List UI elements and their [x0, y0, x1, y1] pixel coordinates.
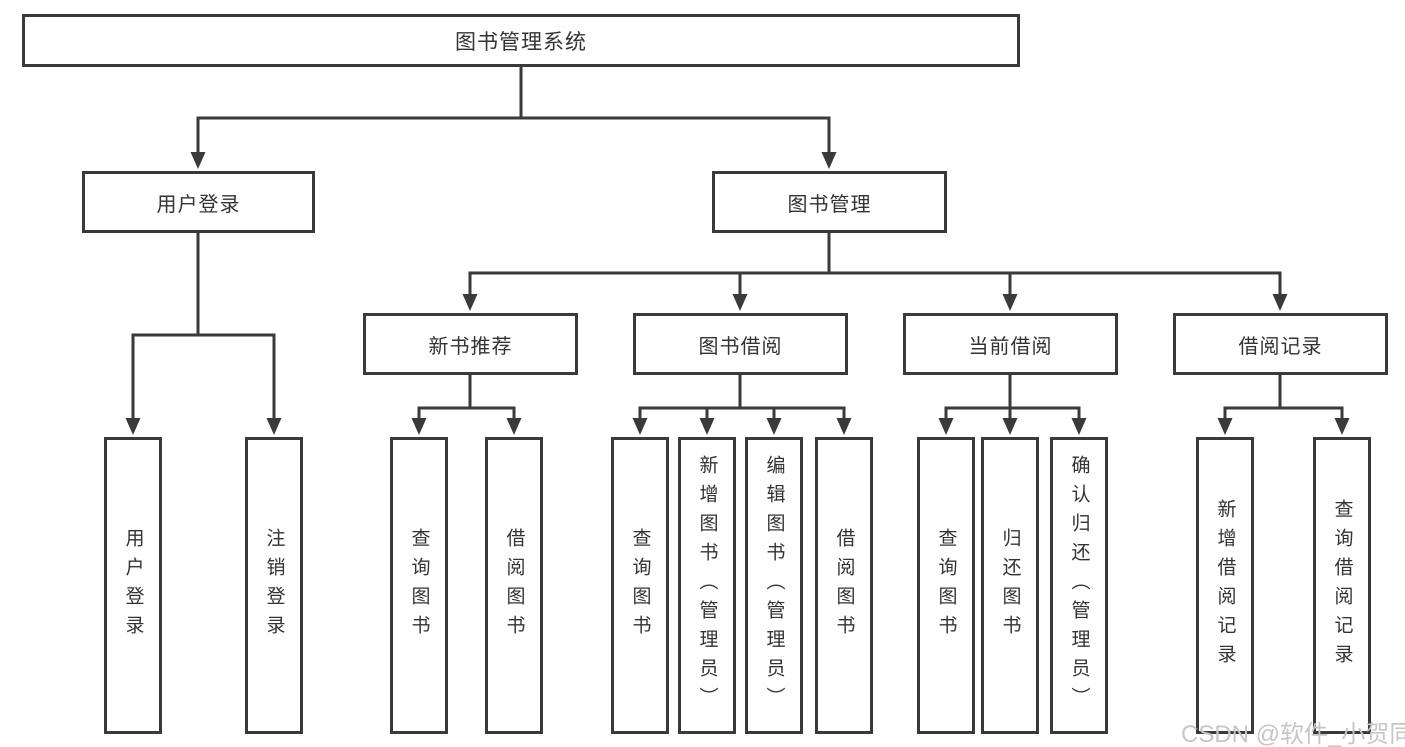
leaf-user-login: 用户登录: [104, 437, 162, 734]
leaf-add-books-admin: 新增图书（管理员）: [678, 437, 736, 734]
node-label: 归还图书: [999, 527, 1021, 644]
node-new-book-recommend: 新书推荐: [363, 313, 578, 375]
node-root: 图书管理系统: [22, 14, 1020, 67]
node-label: 注销登录: [263, 527, 285, 644]
node-book-management: 图书管理: [712, 171, 947, 233]
node-label: 图书借阅: [698, 335, 783, 358]
node-label: 借阅图书: [833, 527, 855, 644]
leaf-confirm-return-admin: 确认归还（管理员）: [1050, 437, 1108, 734]
leaf-add-borrow-record: 新增借阅记录: [1196, 437, 1254, 734]
watermark: CSDN @软件_小贺同学: [1181, 721, 1405, 747]
node-label: 图书管理系统: [455, 30, 587, 54]
node-label: 借阅图书: [503, 527, 525, 644]
leaf-borrow-books: 借阅图书: [815, 437, 873, 734]
node-label: 查询图书: [935, 527, 957, 644]
leaf-logout: 注销登录: [245, 437, 303, 734]
node-label: 编辑图书（管理员）: [763, 455, 785, 716]
leaf-query-books-recommend: 查询图书: [390, 437, 448, 734]
node-label: 查询图书: [408, 527, 430, 644]
leaf-query-books-current: 查询图书: [917, 437, 975, 734]
leaf-query-books-borrow: 查询图书: [611, 437, 669, 734]
node-label: 查询图书: [629, 527, 651, 644]
node-label: 确认归还（管理员）: [1068, 455, 1090, 716]
node-book-borrow: 图书借阅: [633, 313, 848, 375]
node-label: 当前借阅: [968, 335, 1053, 358]
node-label: 查询借阅记录: [1331, 498, 1353, 673]
node-label: 用户登录: [156, 193, 241, 216]
node-label: 新增图书（管理员）: [696, 455, 718, 716]
leaf-borrow-books-recommend: 借阅图书: [485, 437, 543, 734]
node-label: 用户登录: [122, 527, 144, 644]
leaf-return-books: 归还图书: [981, 437, 1039, 734]
node-label: 图书管理: [787, 193, 872, 216]
node-borrow-records: 借阅记录: [1173, 313, 1388, 375]
leaf-query-borrow-record: 查询借阅记录: [1313, 437, 1371, 734]
node-label: 借阅记录: [1238, 335, 1323, 358]
leaf-edit-books-admin: 编辑图书（管理员）: [745, 437, 803, 734]
node-current-borrow: 当前借阅: [903, 313, 1118, 375]
node-label: 新增借阅记录: [1214, 498, 1236, 673]
node-user-login: 用户登录: [82, 171, 315, 233]
node-label: 新书推荐: [428, 335, 513, 358]
